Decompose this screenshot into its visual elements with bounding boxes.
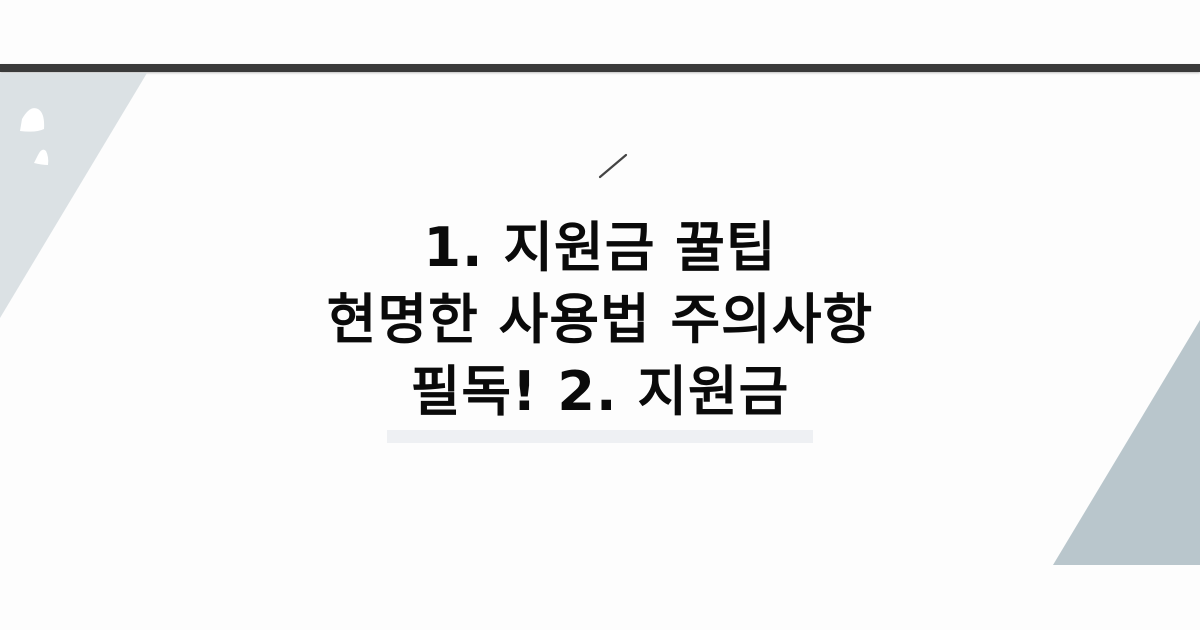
page-title: 1. 지원금 꿀팁 현명한 사용법 주의사항 필독! 2. 지원금: [0, 212, 1200, 428]
title-line-3: 필독! 2. 지원금: [410, 360, 790, 423]
title-highlight-bar: [387, 430, 813, 443]
right-triangle-decoration: [1053, 320, 1200, 565]
left-triangle-decoration: [0, 73, 147, 318]
title-line-1: 1. 지원금 꿀팁: [423, 216, 777, 279]
title-line-2: 현명한 사용법 주의사항: [326, 288, 874, 351]
top-divider-bar: [0, 64, 1200, 72]
slash-mark-icon: [598, 153, 628, 179]
